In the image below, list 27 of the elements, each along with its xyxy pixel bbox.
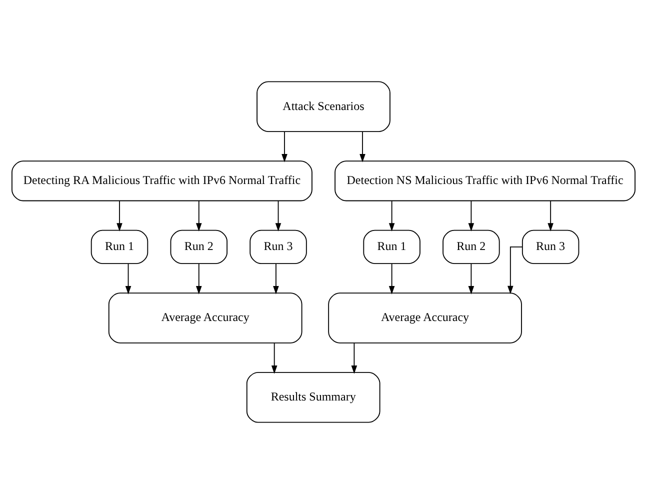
node-box: Run 1	[363, 230, 420, 264]
arrow	[275, 200, 282, 232]
arrow	[196, 263, 202, 294]
arrow	[388, 263, 395, 294]
arrow	[468, 200, 474, 232]
arrow	[125, 263, 132, 294]
arrow	[360, 131, 366, 162]
arrow	[273, 263, 279, 294]
node-box: Results Summary	[246, 372, 380, 423]
node-box: Detecting RA Malicious Traffic with IPv6 Normal Traffic	[12, 160, 312, 202]
arrow	[351, 342, 358, 374]
arrow	[116, 200, 122, 232]
node-box: Run 3	[522, 230, 580, 264]
node-box: Average Accuracy	[108, 292, 302, 344]
arrow	[468, 263, 474, 294]
node-box: Run 2	[442, 230, 500, 264]
node-box: Run 3	[250, 230, 307, 264]
node-box: Average Accuracy	[328, 292, 522, 344]
node-box: Run 1	[90, 230, 148, 264]
arrow	[388, 200, 395, 232]
arrow	[196, 200, 202, 232]
arrow	[271, 342, 278, 374]
node-box: Run 2	[170, 230, 228, 264]
node-box: Detection NS Malicious Traffic with IPv6 Normal Traffic	[334, 160, 636, 202]
arrow	[282, 131, 288, 162]
node-box: Attack Scenarios	[256, 81, 390, 132]
arrow	[548, 200, 554, 232]
